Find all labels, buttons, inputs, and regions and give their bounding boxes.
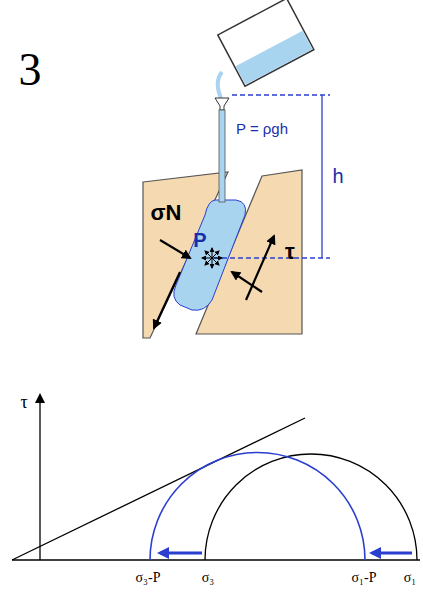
axis-tick-label: σ₁-P [352, 571, 377, 585]
height-label: h [332, 166, 343, 186]
figure-number: 3 [19, 47, 42, 93]
pressure-formula: P = ρgh [236, 121, 288, 136]
fluid-tube [219, 110, 225, 202]
normal-stress-label: σN [151, 202, 182, 224]
axis-tick-label: σ₃ [202, 571, 214, 585]
axis-label: τ [20, 393, 27, 411]
shear-stress-label: τ [285, 241, 295, 263]
right-block [196, 170, 302, 334]
mohr-circle-shifted [150, 453, 365, 561]
axis-tick-label: σ₁ [404, 571, 416, 585]
axis-tick-label: σ₃-P [136, 571, 161, 585]
beaker [218, 0, 314, 86]
pressure-label: P [193, 230, 206, 250]
failure-envelope [12, 418, 305, 560]
mohr-circle [205, 454, 417, 560]
water-stream [218, 72, 222, 98]
pressure-star [202, 248, 222, 268]
